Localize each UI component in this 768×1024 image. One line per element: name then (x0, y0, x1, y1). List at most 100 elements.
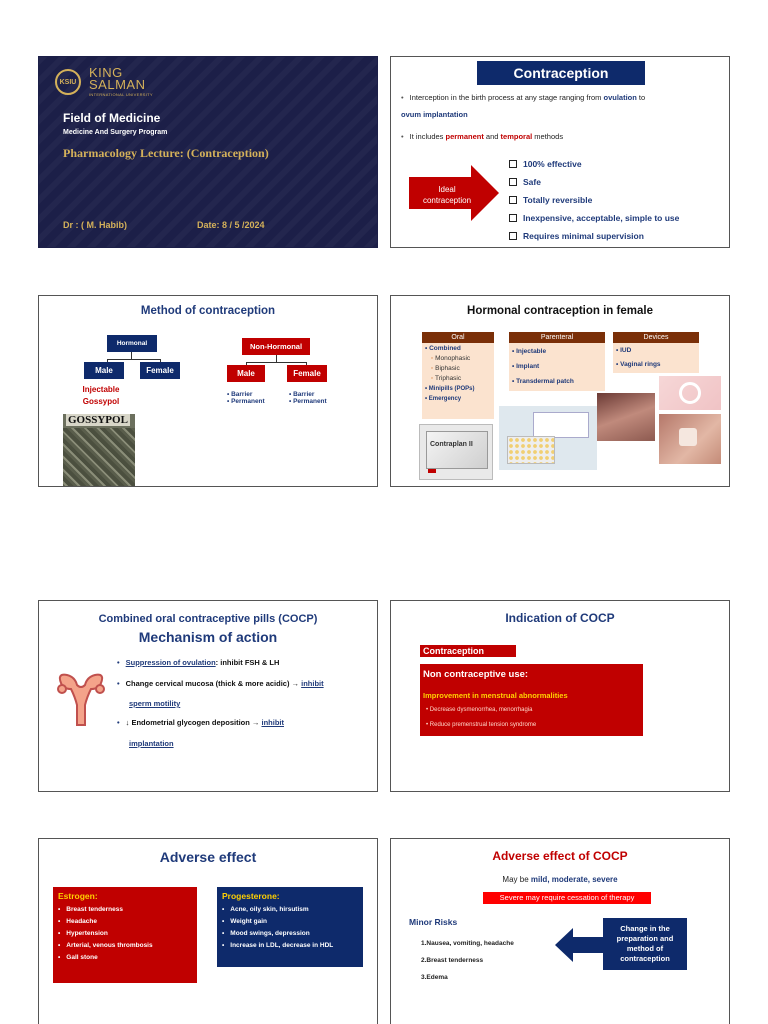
lecture-date: Date: 8 / 5 /2024 (197, 220, 265, 230)
non-contraceptive-panel: Non contraceptive use: Improvement in me… (420, 664, 643, 736)
indication-item-label: Reduce premenstrual tension syndrome (429, 722, 537, 728)
list-item: Weight gain (222, 918, 358, 925)
slide-title: Indication of COCP (505, 611, 615, 625)
list-subitem-label: Monophasic (435, 355, 471, 362)
parenteral-list: • Injectable • Implant • Transdermal pat… (509, 343, 605, 391)
male-method-injectable: Injectable (82, 385, 120, 394)
risk-item: 2.Breast tenderness (421, 957, 484, 964)
slide-title: Adverse effect of COCP (492, 849, 628, 863)
list-item: Breast tenderness (58, 906, 192, 913)
mechanism-point-2: •Change cervical mucosa (thick & more ac… (117, 679, 324, 688)
vaginal-ring-image (659, 376, 721, 410)
slide-subtitle: Mechanism of action (138, 629, 278, 645)
minor-risks-title: Minor Risks (409, 917, 458, 927)
tree-connector (246, 362, 247, 365)
nh-female-list: • Barrier • Permanent (289, 391, 327, 405)
slide-title: Method of contraception (140, 305, 276, 317)
list-subitem-label: Biphasic (435, 365, 460, 372)
list-item: • Implant (512, 363, 540, 370)
progesterone-list: Acne, oily skin, hirsutism Weight gain M… (222, 906, 358, 949)
list-item-label: Minipills (POPs) (428, 386, 475, 392)
slide-cocp-adverse: Adverse effect of COCP May be mild, mode… (390, 838, 730, 1024)
arrow-label: Ideal contraception (422, 185, 472, 205)
progesterone-panel: Progesterone: Acne, oily skin, hirsutism… (217, 887, 363, 967)
link-inhibit: inhibit (301, 679, 324, 688)
slide-contraception: Contraception •Interception in the birth… (390, 56, 730, 248)
estrogen-title: Estrogen: (58, 891, 98, 901)
list-item: • Transdermal patch (512, 378, 574, 385)
list-item: Arterial, venous thrombosis (58, 942, 192, 949)
course-title: Field of Medicine (63, 111, 161, 125)
highlight-ovulation: ovulation (603, 93, 637, 102)
indication-item: • Reduce premenstrual tension syndrome (426, 722, 537, 728)
blister-icon (507, 436, 555, 464)
list-item: Acne, oily skin, hirsutism (222, 906, 358, 913)
list-item: • Minipills (POPs) (425, 386, 475, 392)
bullet-text: It includes (409, 132, 446, 141)
checkbox-icon (509, 196, 517, 204)
list-item: Headache (58, 918, 192, 925)
node-nonhormonal-female: Female (287, 365, 327, 382)
tree-connector (276, 355, 277, 363)
box-icon (533, 412, 589, 438)
slide-title: Adverse effect (159, 849, 257, 865)
logo-line-2: SALMAN (89, 77, 146, 92)
checkbox-icon (509, 160, 517, 168)
list-item: • IUD (616, 347, 632, 354)
oral-list: • Combined ◦ Monophasic ◦ Biphasic ◦ Tri… (422, 343, 494, 419)
criteria-label: 100% effective (523, 159, 582, 169)
list-item: • Permanent (227, 398, 265, 405)
list-item: Increase in LDL, decrease in HDL (222, 942, 358, 949)
risk-list: 1.Nausea, vomiting, headache 2.Breast te… (421, 935, 514, 986)
non-contraceptive-title: Non contraceptive use: (423, 669, 529, 680)
list-item: • Vaginal rings (616, 361, 661, 368)
highlight-temporal: temporal (500, 132, 533, 141)
mechanism-point-1: •Suppression of ovulation: inhibit FSH &… (117, 658, 280, 667)
university-name: KING SALMAN (89, 66, 146, 92)
list-item-label: Transdermal patch (516, 378, 574, 385)
list-item: • Barrier (289, 391, 315, 398)
gossypol-image: GOSSYPOL (63, 414, 135, 486)
slide-cocp-indication: Indication of COCP Contraception Non con… (390, 600, 730, 792)
list-item: • Injectable (512, 348, 547, 355)
pill-box-icon (426, 431, 488, 469)
lecturer-name: Dr : ( M. Habib) (63, 220, 127, 230)
nh-male-list: • Barrier • Permanent (227, 391, 265, 405)
list-item-label: Permanent (293, 398, 327, 405)
indication-item: • Decrease dysmenorrhea, menorrhagia (426, 707, 533, 713)
list-item: Mood swings, depression (222, 930, 358, 937)
indication-item-label: Decrease dysmenorrhea, menorrhagia (429, 707, 533, 713)
criteria-item: Inexpensive, acceptable, simple to use (509, 209, 679, 227)
list-item-label: Implant (516, 363, 540, 370)
slide-title: Hormonal contraception in female (467, 305, 653, 317)
severity-line: May be mild, moderate, severe (391, 875, 729, 884)
column-oral: Oral (422, 332, 494, 343)
tree-connector (306, 362, 307, 365)
criteria-item: Safe (509, 173, 679, 191)
change-preparation-box: Change in the preparation and method of … (603, 918, 687, 970)
column-parenteral: Parenteral (509, 332, 605, 343)
list-item: • Permanent (289, 398, 327, 405)
node-non-hormonal: Non-Hormonal (242, 338, 310, 355)
slide-adverse-effect: Adverse effect Estrogen: Breast tenderne… (38, 838, 378, 1024)
slide-title: KSIU KING SALMAN INTERNATIONAL UNIVERSIT… (38, 56, 378, 248)
bullet-definition: •Interception in the birth process at an… (401, 93, 646, 102)
slide-title: Contraception (477, 61, 645, 85)
logo-subtitle: INTERNATIONAL UNIVERSITY (89, 92, 153, 97)
link-inhibit: inhibit (261, 718, 285, 727)
severe-banner: Severe may require cessation of therapy (483, 892, 651, 904)
left-arrow-icon (555, 928, 603, 962)
list-item: Gall stone (58, 954, 192, 961)
male-method-gossypol: Gossypol (82, 397, 120, 406)
criteria-label: Safe (523, 177, 541, 187)
improvement-heading: Improvement in menstrual abnormalities (423, 691, 568, 700)
node-hormonal-female: Female (140, 362, 180, 379)
program-name: Medicine And Surgery Program (63, 129, 168, 136)
university-logo-icon: KSIU (55, 69, 81, 95)
list-item-label: Barrier (293, 391, 315, 398)
list-item: Hypertension (58, 930, 192, 937)
list-item-label: Combined (429, 345, 461, 352)
pill-pack-image: Contraplan II (419, 424, 493, 480)
bullet-text-end: methods (532, 132, 564, 141)
tree-connector (160, 359, 161, 362)
